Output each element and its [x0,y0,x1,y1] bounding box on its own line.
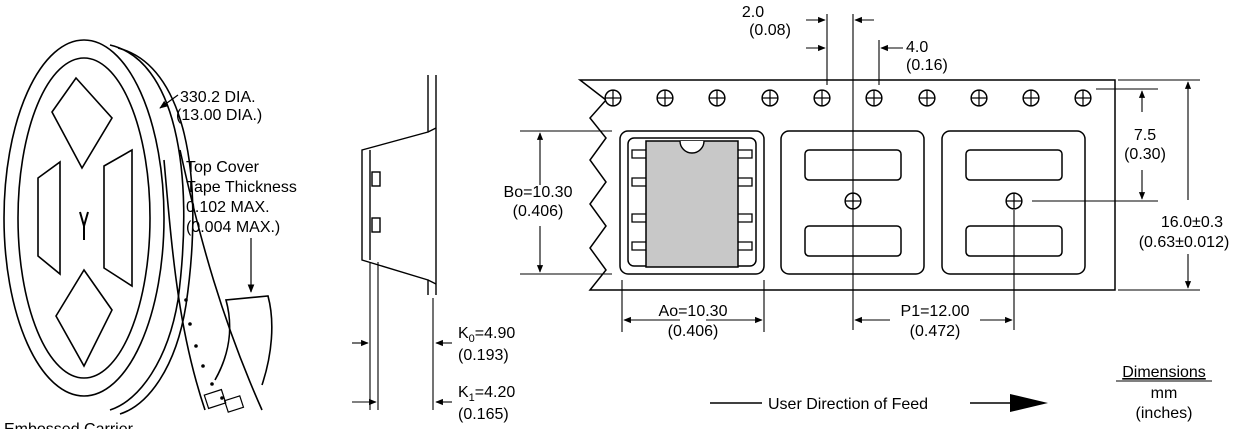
carrier-tape-left-edge [163,159,206,411]
profile-dimension-lines [352,262,452,410]
units-inches: (inches) [1136,405,1193,422]
reel-hub [79,211,89,240]
k1-label: K1=4.20 [458,384,515,404]
tape-width-mm: 16.0±0.3 [1161,214,1223,231]
reel-cutout-left [37,160,61,276]
ao-in: (0.406) [668,323,719,340]
tape-width-in: (0.63±0.012) [1139,234,1230,251]
cover-tape-label-1: Top Cover [186,159,260,176]
units-title: Dimensions [1122,364,1206,381]
pocket-2-center-hole [1005,192,1023,210]
reel-flange-outer [3,39,165,397]
carrier-tape-sprocket-holes [184,298,224,400]
feed-arrow-icon [1010,394,1048,412]
units-mm: mm [1151,385,1178,402]
ao-mm: Ao=10.30 [659,303,728,320]
embossed-carrier-label: Embossed Carrier [4,421,134,429]
bo-mm: Bo=10.30 [504,184,573,201]
ic-package [645,140,739,268]
tape-dimension-lines [520,14,1200,332]
p1-mm: P1=12.00 [901,303,970,320]
k0-label: K0=4.90 [458,325,515,345]
reel-flange-edge [109,44,185,411]
reel-cutout-bottom [55,268,113,368]
ic-leads [631,149,753,251]
hole-pitch-mm: 4.0 [906,39,928,56]
cover-tape-peel [214,295,273,386]
feed-direction-label: User Direction of Feed [768,396,928,413]
k0-inches: (0.193) [458,347,509,364]
reel-diameter-mm: 330.2 DIA. [180,89,256,106]
carrier-profile [361,75,437,295]
f-in: (0.30) [1124,146,1166,163]
ic-notch [679,140,705,154]
k1-inches: (0.165) [458,406,509,423]
f-mm: 7.5 [1134,127,1156,144]
reel-diameter-in: (13.00 DIA.) [176,107,262,124]
bo-in: (0.406) [513,203,564,220]
hole-pitch-in: (0.16) [906,57,948,74]
reel-diameter-leader [159,94,179,109]
cover-tape-label-2: Tape Thickness [186,179,297,196]
reel-flange-inner [17,57,151,379]
carrier-tape-right-edge [179,149,263,411]
p1-in: (0.472) [910,323,961,340]
pocket-hole-offset-mm: 2.0 [742,4,764,21]
sprocket-holes [604,89,1092,107]
cover-tape-label-4: (0.004 MAX.) [186,219,280,236]
reel-drawing [3,39,273,415]
pocket-hole-offset-in: (0.08) [749,22,791,39]
cover-tape-label-3: 0.102 MAX. [186,199,270,216]
carrier-tape-outline [577,79,1116,291]
reel-cutout-right [103,148,133,288]
carrier-tape-pockets [203,388,245,413]
reel-cutout-top [51,76,113,170]
